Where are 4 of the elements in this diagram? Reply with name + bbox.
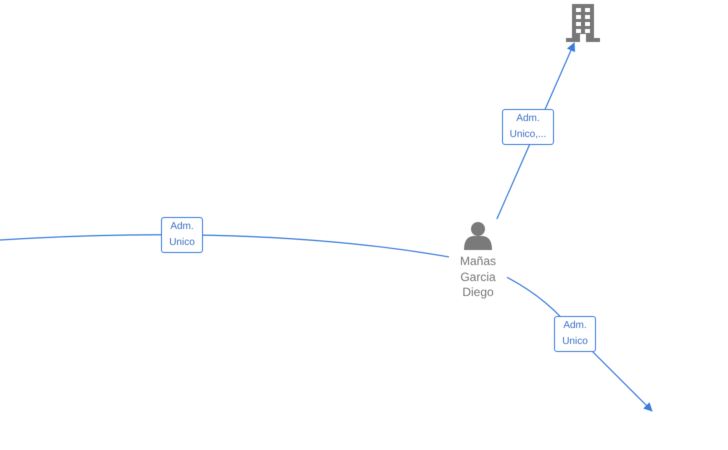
edge-label: Adm. Unico bbox=[554, 316, 596, 352]
person-name: Mañas Garcia Diego bbox=[458, 254, 498, 300]
edge-label: Adm. Unico,... bbox=[502, 109, 554, 145]
edge-label: Adm. Unico bbox=[161, 217, 203, 253]
